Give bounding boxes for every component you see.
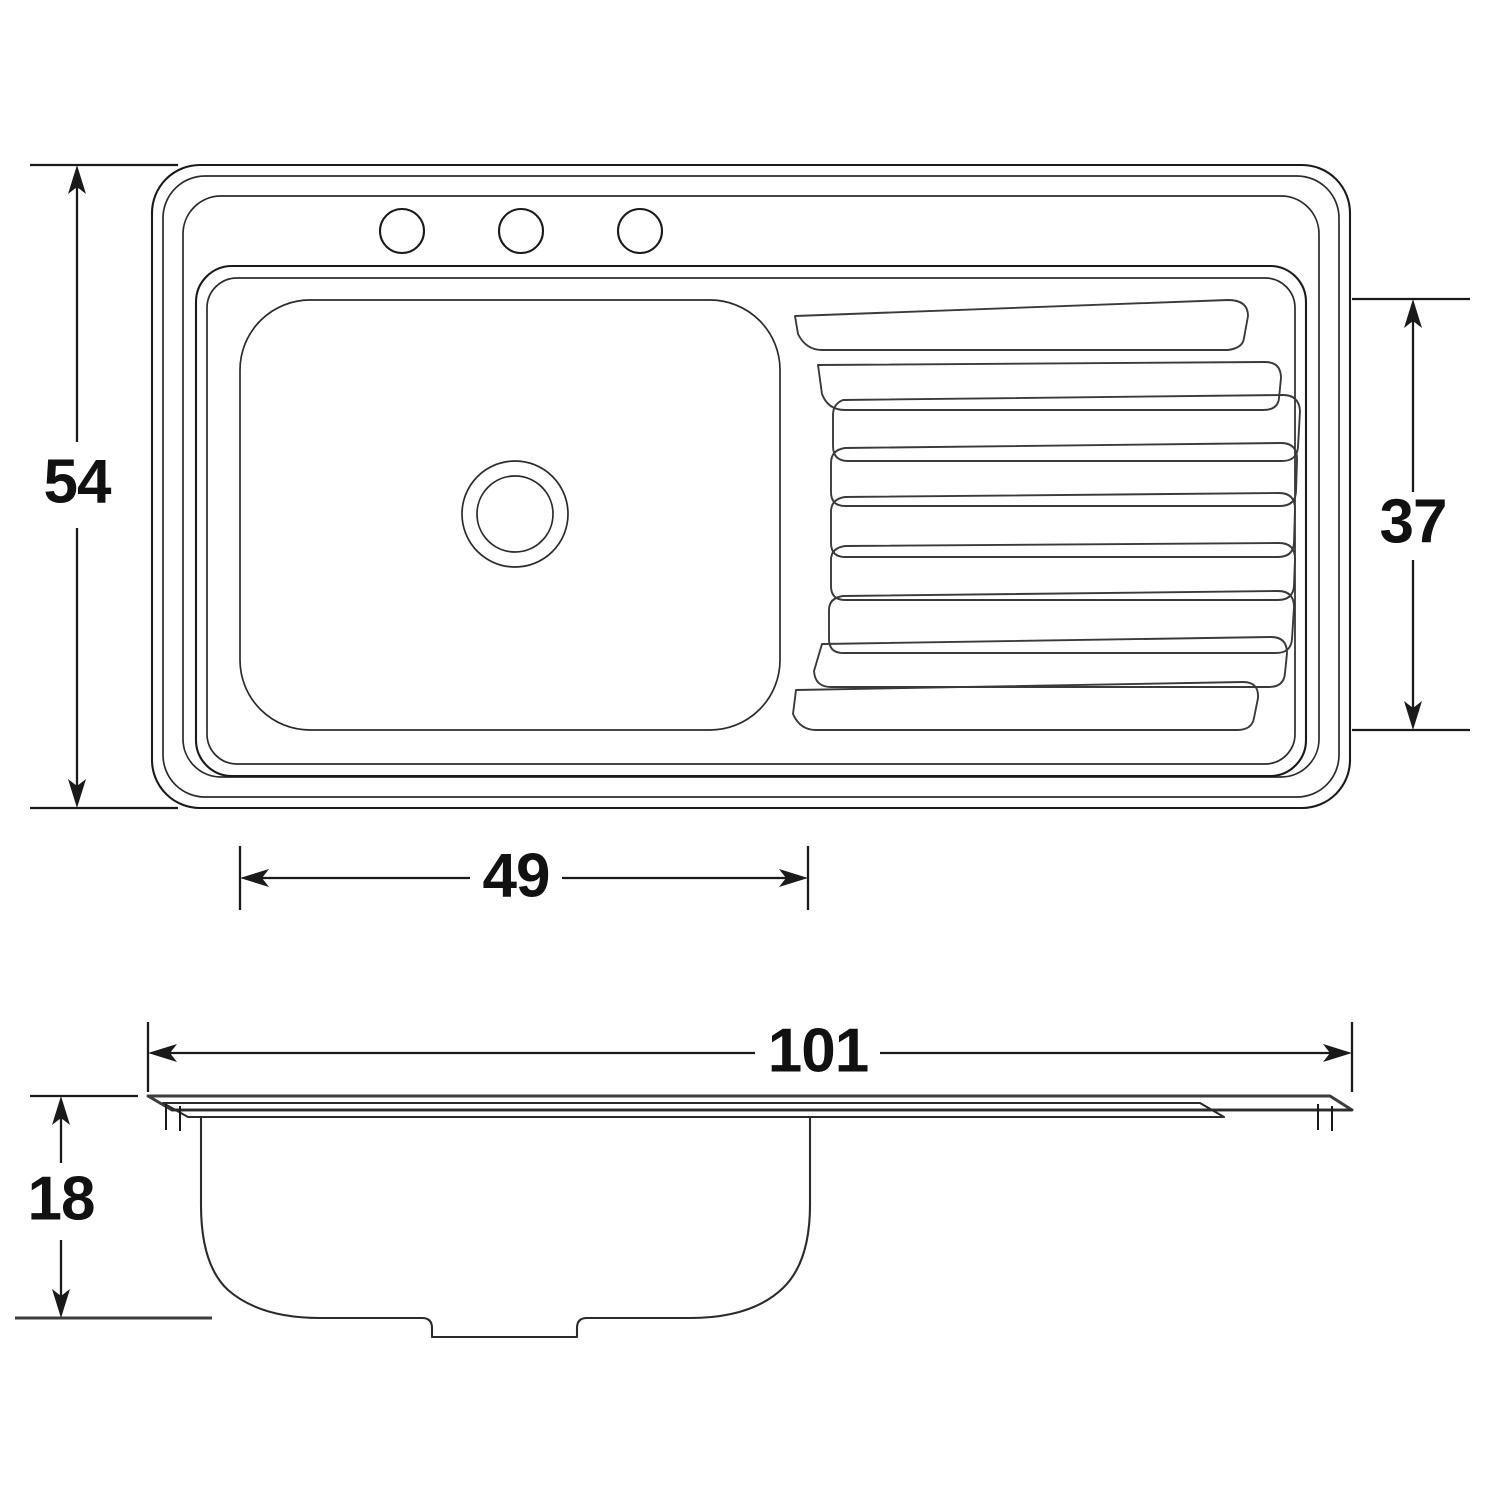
- tap-hole: [378, 207, 426, 255]
- dimension-54: 54: [30, 163, 178, 810]
- dimension-101: 101: [146, 1016, 1354, 1092]
- dimension-37: 37: [1352, 297, 1470, 732]
- drainer-groove: [792, 681, 1259, 731]
- bowl-section-profile: [199, 1116, 812, 1339]
- rim-tick-left-group: [165, 1104, 181, 1131]
- drainer-groove: [830, 492, 1296, 558]
- drain-waste-hole: [461, 460, 569, 568]
- rim-tick-right-group: [1317, 1104, 1333, 1131]
- drainer-grooves: [792, 299, 1301, 731]
- dimension-101-arrow-left: [148, 1044, 177, 1062]
- sink-bowl: [239, 299, 781, 731]
- rim-profile: [146, 1094, 1354, 1119]
- tap-hole: [616, 207, 664, 255]
- dimension-49-arrow-right: [779, 869, 808, 887]
- drainer-groove: [830, 442, 1298, 507]
- dimension-18: 18: [28, 1094, 138, 1318]
- dimension-18-arrow-bottom: [52, 1289, 70, 1318]
- drainer-groove: [813, 636, 1288, 688]
- dimension-37-arrow-bottom: [1404, 701, 1422, 730]
- drainer-groove: [817, 361, 1282, 411]
- rim-outline-outer: [150, 163, 1352, 810]
- dimension-49-arrow-left: [240, 869, 269, 887]
- drainer-groove: [794, 299, 1249, 351]
- recess-outline-outer: [194, 264, 1308, 778]
- dimension-49-label: 49: [483, 841, 550, 910]
- rim-outline-third: [182, 195, 1320, 778]
- dimension-37-label: 37: [1380, 487, 1447, 556]
- dimension-49: 49: [238, 841, 810, 910]
- tap-hole: [497, 207, 545, 255]
- dimension-54-arrow-bottom: [68, 779, 86, 808]
- drainer-groove: [830, 542, 1296, 601]
- dimension-18-label: 18: [28, 1164, 95, 1233]
- drain-inner-ring: [476, 475, 554, 553]
- plan-view: 54 37 49: [30, 163, 1470, 910]
- section-view: 101: [15, 1016, 1354, 1339]
- dimension-101-label: 101: [768, 1016, 868, 1085]
- dimension-18-arrow-top: [52, 1096, 70, 1125]
- dimension-101-arrow-right: [1323, 1044, 1352, 1062]
- dimension-37-arrow-top: [1404, 299, 1422, 328]
- drain-outer-ring: [461, 460, 569, 568]
- drainer-groove: [832, 394, 1301, 462]
- dimension-54-arrow-top: [68, 165, 86, 194]
- dimension-54-label: 54: [44, 447, 112, 516]
- tap-hole-group: [378, 207, 664, 255]
- drainer-groove: [828, 590, 1295, 654]
- rim-outline-second: [162, 175, 1340, 798]
